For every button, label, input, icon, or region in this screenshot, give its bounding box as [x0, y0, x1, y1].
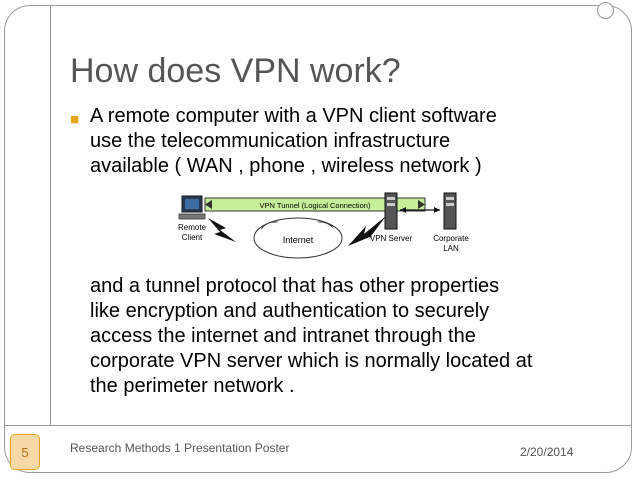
corporate-label-2: LAN	[443, 244, 459, 253]
internet-label: Internet	[283, 235, 314, 245]
continuation-line-4: corporate VPN server which is normally l…	[90, 350, 533, 372]
slide-vertical-rule	[50, 5, 51, 425]
corner-circle-ornament	[597, 2, 614, 19]
vpn-server-icon	[384, 192, 398, 230]
continuation-line-5: the perimeter network .	[90, 375, 295, 397]
vpn-server-label: VPN Server	[370, 234, 413, 243]
remote-computer-icon	[178, 195, 206, 220]
continuation-line-2: like encryption and authentication to se…	[90, 300, 490, 322]
link-left-arrow-icon	[400, 207, 406, 213]
lightning-bolt-left-icon	[208, 218, 236, 242]
continuation-line-3: access the internet and intranet through…	[90, 325, 476, 347]
tunnel-right-arrow-icon	[418, 200, 425, 209]
corporate-label-1: Corporate	[433, 234, 469, 243]
slide-footer-rule	[4, 425, 632, 426]
bullet-line-3: available ( WAN , phone , wireless netwo…	[90, 155, 482, 177]
page-number: 5	[21, 444, 29, 460]
remote-label-1: Remote	[178, 223, 207, 232]
tunnel-label: VPN Tunnel (Logical Connection)	[260, 201, 371, 210]
lightning-bolt-right-icon	[348, 216, 386, 246]
internet-cloud-icon	[253, 217, 343, 259]
tunnel-left-arrow-icon	[205, 200, 212, 209]
footer-date: 2/20/2014	[520, 445, 574, 459]
remote-label-2: Client	[182, 233, 203, 242]
square-bullet-icon: ■	[70, 111, 80, 128]
footer-text: Research Methods 1 Presentation Poster	[70, 441, 290, 455]
page-number-badge: 5	[10, 434, 40, 470]
slide-title: How does VPN work?	[70, 52, 401, 90]
bullet-line-1: A remote computer with a VPN client soft…	[90, 105, 497, 127]
vpn-diagram: VPN Tunnel (Logical Connection) Remote C…	[178, 192, 469, 259]
link-right-arrow-icon	[434, 207, 440, 213]
corporate-server-icon	[443, 192, 457, 230]
continuation-line-1: and a tunnel protocol that has other pro…	[90, 275, 500, 297]
bullet-line-2: use the telecommunication infrastructure	[90, 130, 451, 152]
